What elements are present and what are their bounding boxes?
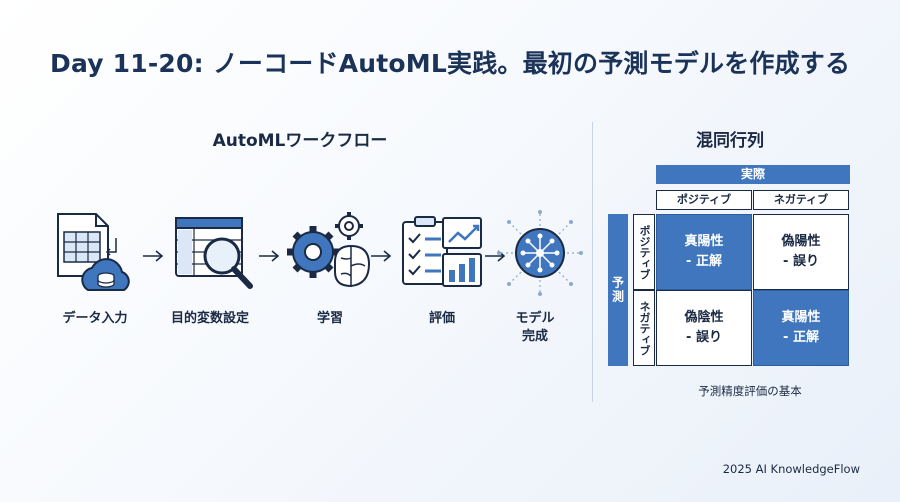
step-label-data-input: データ入力 bbox=[62, 311, 128, 326]
step-evaluation bbox=[392, 208, 492, 298]
matrix-cell-false-negative: 偽陰性 - 誤り bbox=[656, 290, 752, 366]
step-training bbox=[282, 208, 382, 298]
step-model-complete bbox=[490, 208, 590, 298]
matrix-col-header-negative: ネガティブ bbox=[753, 190, 849, 210]
step-label-training: 学習 bbox=[316, 311, 343, 326]
matrix-predicted-label: 予測 bbox=[608, 214, 628, 366]
step-target-variable bbox=[165, 208, 265, 298]
cell-sublabel: - 正解 bbox=[783, 330, 819, 345]
flow-title: AutoMLワークフロー bbox=[212, 131, 388, 151]
step-label-target-variable: 目的変数設定 bbox=[170, 311, 249, 326]
checklist-charts-icon bbox=[402, 216, 482, 287]
step-label-model-complete: モデル 完成 bbox=[515, 311, 555, 344]
cell-label: 偽陽性 bbox=[781, 234, 821, 249]
cell-label: 真陽性 bbox=[781, 310, 821, 325]
arrow-right-icon bbox=[371, 250, 392, 262]
arrow-right-icon bbox=[143, 250, 164, 262]
gears-brain-icon bbox=[286, 211, 370, 287]
matrix-caption: 予測精度評価の基本 bbox=[698, 384, 802, 398]
matrix-row-header-positive: ポジティブ bbox=[633, 214, 655, 290]
network-node-icon bbox=[497, 210, 583, 296]
cell-sublabel: - 正解 bbox=[686, 254, 722, 269]
cell-label: 偽陰性 bbox=[684, 310, 724, 325]
matrix-row-header-negative: ネガティブ bbox=[633, 290, 655, 366]
table-magnifier-icon bbox=[175, 217, 253, 289]
matrix-title: 混同行列 bbox=[696, 131, 764, 151]
cell-label: 真陽性 bbox=[684, 234, 724, 249]
cell-sublabel: - 誤り bbox=[783, 254, 819, 269]
matrix-cell-true-positive: 真陽性 - 正解 bbox=[656, 214, 752, 290]
section-divider bbox=[592, 122, 593, 402]
matrix-col-header-positive: ポジティブ bbox=[656, 190, 752, 210]
arrow-right-icon bbox=[259, 250, 280, 262]
cell-sublabel: - 誤り bbox=[686, 330, 722, 345]
matrix-actual-label: 実際 bbox=[656, 165, 850, 184]
footer-credit: 2025 AI KnowledgeFlow bbox=[722, 462, 860, 476]
matrix-cell-true-negative: 真陽性 - 正解 bbox=[753, 290, 849, 366]
step-data-input bbox=[45, 208, 145, 298]
data-cloud-icon bbox=[56, 213, 130, 291]
step-label-evaluation: 評価 bbox=[428, 311, 455, 326]
matrix-cell-false-positive: 偽陽性 - 誤り bbox=[753, 214, 849, 290]
page-title: Day 11-20: ノーコードAutoML実践。最初の予測モデルを作成する bbox=[50, 49, 851, 78]
